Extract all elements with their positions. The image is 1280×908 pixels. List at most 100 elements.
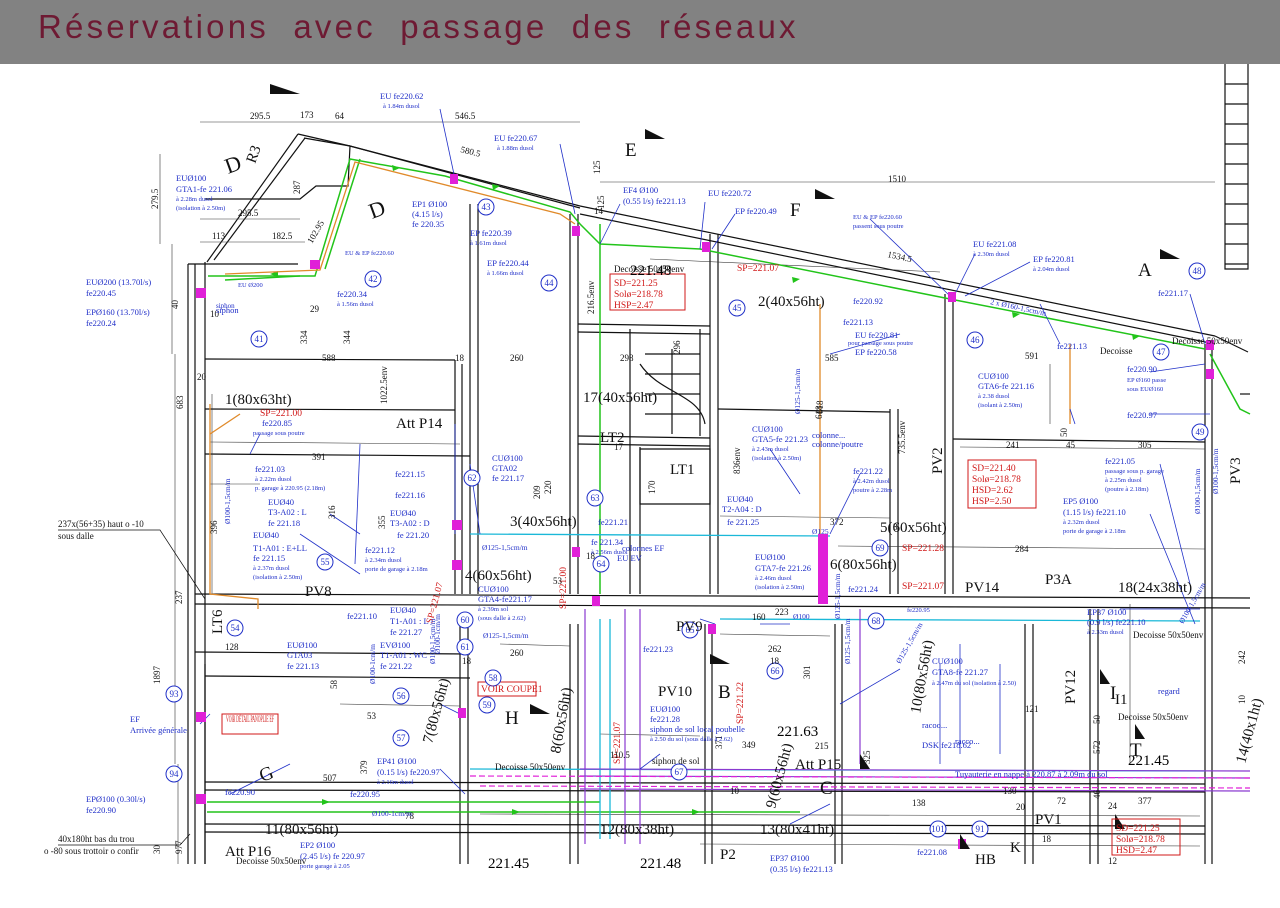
small-note: racco... xyxy=(955,736,980,746)
dimension: 121 xyxy=(1025,704,1039,714)
pipe-network-green xyxy=(207,158,1251,813)
page-title: Réservations avec passage des réseaux xyxy=(38,8,799,45)
annotation: fe221.24 xyxy=(848,584,879,594)
room-label: F xyxy=(790,200,801,221)
room-label: 2(40x56ht) xyxy=(758,294,825,310)
annotation: EUØ100 xyxy=(755,552,785,562)
dimension: 170 xyxy=(647,480,657,494)
elevation-label: 221.63 xyxy=(777,724,818,740)
annotation: CUØ100 xyxy=(492,453,523,463)
annotation: EUØ100 xyxy=(650,704,680,714)
annotation: (poutre à 2.18m) xyxy=(1105,486,1149,493)
annotation: EU & EP fe220.60 xyxy=(853,214,902,221)
room-label: 12(80x38ht) xyxy=(600,822,674,838)
dimension: 24 xyxy=(1108,801,1118,811)
room-label: K xyxy=(1010,840,1021,856)
slope-note: Ø125-1,5cm/m xyxy=(833,573,842,619)
annotation: GTA1-fe 221.06 xyxy=(176,184,232,194)
room-label: Att P14 xyxy=(396,416,443,432)
annotation: fe221.12 xyxy=(365,545,395,555)
annotation: fe 221.15 xyxy=(253,553,285,563)
annotation: fe221.13 xyxy=(1057,341,1087,351)
dimension: 18 xyxy=(1042,834,1052,844)
annotation: passage sous poutre xyxy=(253,430,305,437)
dimension: 46 xyxy=(1092,790,1102,800)
annotation: fe 221.18 xyxy=(268,518,300,528)
bubble-label: 55 xyxy=(321,557,331,567)
bubble-label: 65 xyxy=(686,625,696,635)
dimension: 18 xyxy=(455,353,465,363)
room-label: 6(80x56ht) xyxy=(830,557,897,573)
room-label: E xyxy=(625,140,637,161)
dimension: 683 xyxy=(175,395,185,409)
room-label: PV8 xyxy=(305,584,332,600)
room-label: D xyxy=(365,195,388,224)
small-note: colonnes EF xyxy=(622,543,665,553)
room-label: Att P15 xyxy=(795,757,841,773)
room-label: P2 xyxy=(720,847,736,863)
annotation: fe220.34 xyxy=(337,289,368,299)
annotation: (sous dalle à 2.62) xyxy=(478,615,526,622)
room-label: 9(60x56ht) xyxy=(763,741,796,810)
note-line: 237x(56+35) haut o -10 xyxy=(58,519,144,529)
slope-note: Ø125 xyxy=(812,527,829,536)
dimension: 580.5 xyxy=(460,144,483,159)
dimension: 29 xyxy=(310,304,320,314)
slope-note: Ø100 xyxy=(793,612,810,621)
annotation: EP37 Ø100 xyxy=(1087,607,1126,617)
slope-note: Ø100-1cm/m xyxy=(433,614,442,654)
room-label: D xyxy=(221,150,244,179)
dimension: 18 xyxy=(770,656,780,666)
slope-note: Ø100-1cm/m xyxy=(368,644,377,684)
annotation: sous EUØ160 xyxy=(1127,386,1163,393)
annotation: EP5 Ø100 xyxy=(1063,496,1098,506)
slope-note: Ø100-1,5cm/m xyxy=(428,618,437,664)
decoisse-note: Decoisse xyxy=(1100,346,1133,356)
annotation: (1.15 l/s) fe221.10 xyxy=(1063,507,1126,517)
dimension: 316 xyxy=(327,505,337,519)
note-line: 40x180ht bas du trou xyxy=(58,834,135,844)
annotation: EP fe220.81 xyxy=(1033,254,1075,264)
dimension: 10 xyxy=(1237,695,1247,705)
dimension: 260 xyxy=(510,353,524,363)
annotation: EP fe220.39 xyxy=(470,228,512,238)
level-boxes: SD=221.25 Solø=218.78 HSP=2.47 SD=221.40… xyxy=(614,279,1165,856)
annotation: fe 221.13 xyxy=(287,661,319,671)
bubble-label: 47 xyxy=(1157,347,1167,357)
level-box-frames xyxy=(221,273,1181,856)
annotation: fe220.45 xyxy=(86,288,116,298)
annotation: à 1.66m dusol xyxy=(487,270,524,277)
bubble-label: 59 xyxy=(483,700,493,710)
room-label: C xyxy=(820,778,833,799)
annotation: T1-A01 : L xyxy=(390,616,429,626)
dimension: 1534.5 xyxy=(887,249,914,264)
annotation: à 2.37m dusol xyxy=(253,565,290,572)
dimension: 1022.5env xyxy=(379,366,389,404)
annotation: à 1.88m dusol xyxy=(497,145,534,152)
bubble-label: 101 xyxy=(931,824,945,834)
annotation: fe221.13 xyxy=(843,317,873,327)
bubble-label: 62 xyxy=(468,473,477,483)
sp-label: SP=221.07 xyxy=(613,722,623,764)
dimension: 216.5env xyxy=(586,280,596,314)
dimension: 58 xyxy=(329,680,339,690)
annotation: EU & EP fe220.60 xyxy=(345,250,394,257)
annotation: à 2.43m dusol xyxy=(752,446,789,453)
level-text: HSP=2.50 xyxy=(972,497,1012,507)
annotation: fe220.95 xyxy=(907,607,930,614)
dimension: 262 xyxy=(768,644,782,654)
annotation: (isolation à 2.50m) xyxy=(752,455,801,462)
annotation: fe221.28 xyxy=(650,714,680,724)
annotation: CUØ100 xyxy=(752,424,783,434)
room-label: PV2 xyxy=(930,447,946,474)
room-label: PV10 xyxy=(658,684,692,700)
annotation: EVØ100 xyxy=(380,640,410,650)
dimension: 371 xyxy=(714,736,724,750)
bubble-label: 68 xyxy=(872,616,882,626)
dimension: 3 xyxy=(893,522,898,532)
room-label: 11(80x56ht) xyxy=(265,822,339,838)
annotation: EP37 Ø100 xyxy=(770,853,809,863)
annotation: à 2.34m dusol xyxy=(365,557,402,564)
bubble-label: 94 xyxy=(170,769,180,779)
decoisse-note: Decoisse 50x50env xyxy=(1172,336,1243,346)
